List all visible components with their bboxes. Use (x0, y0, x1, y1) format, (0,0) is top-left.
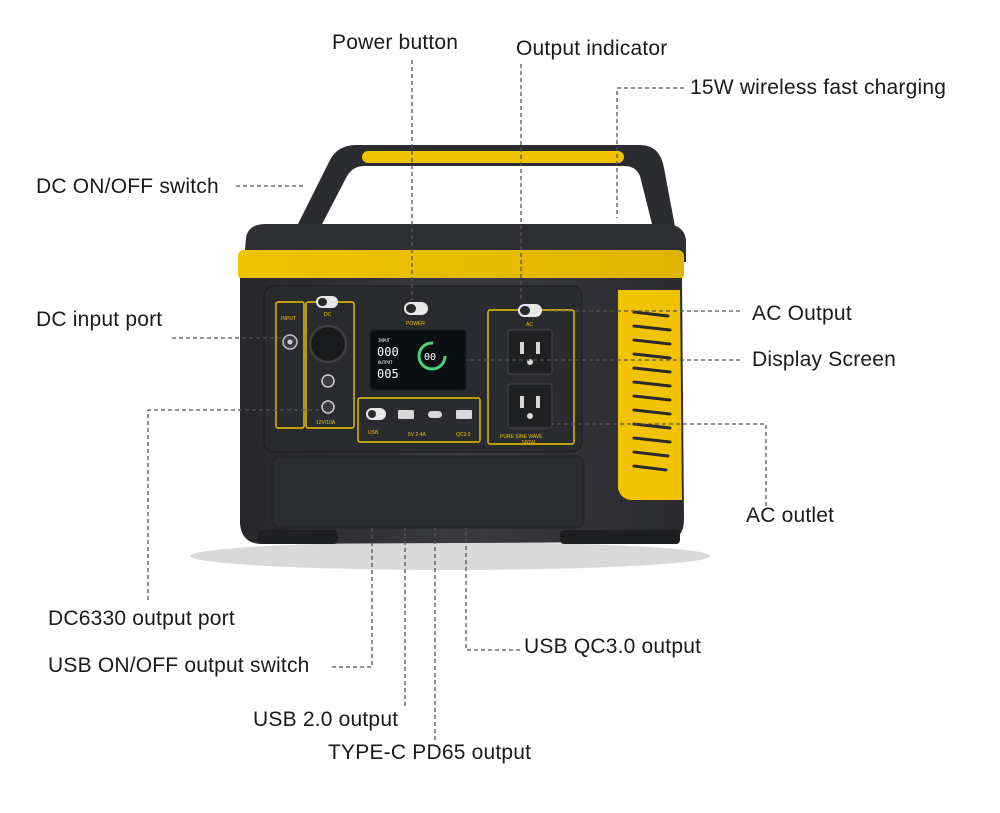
lcd-input-label: INPUT (378, 338, 391, 343)
dc-rating-label: 12V/10A (316, 420, 336, 426)
callout-ac-outlet: AC outlet (746, 504, 835, 527)
power-label: POWER (406, 321, 425, 327)
leader-wireless (616, 87, 684, 218)
handle-grip (362, 151, 624, 163)
callout-dc-input: DC input port (36, 308, 163, 331)
ac-switch-knob (520, 306, 530, 315)
sine-wave-label: PURE SINE WAVE (500, 434, 543, 440)
lcd-input-value: 000 (377, 345, 399, 359)
ground-shadow (190, 542, 710, 570)
left-foot (258, 530, 338, 544)
usb-section-outline (357, 397, 481, 443)
callout-wireless-charging: 15W wireless fast charging (690, 76, 947, 99)
usb-label: USB (368, 430, 379, 436)
dc-switch-knob (318, 298, 327, 306)
usb-switch-knob (368, 410, 376, 418)
callout-typec: TYPE-C PD65 output (328, 741, 532, 764)
callout-dc6330: DC6330 output port (48, 607, 235, 630)
callout-dc-switch: DC ON/OFF switch (36, 175, 219, 198)
usb-rating-label: 5V 2.4A (408, 432, 426, 438)
ac-label: AC (526, 322, 533, 328)
input-label: INPUT (281, 316, 296, 322)
callout-display-screen: Display Screen (752, 348, 897, 371)
vent-slots (632, 310, 672, 472)
lcd-output-label: OUTPUT (378, 360, 393, 365)
callout-ac-output: AC Output (752, 302, 852, 325)
typec-port[interactable] (428, 411, 442, 418)
callout-usb-qc3: USB QC3.0 output (524, 635, 702, 658)
lcd-battery-percent: 00 (424, 352, 436, 363)
lcd-output-value: 005 (377, 367, 399, 381)
leader-ac-outlet (552, 423, 767, 506)
dc6330-port-2[interactable] (321, 400, 335, 414)
callout-usb-switch: USB ON/OFF output switch (48, 654, 310, 677)
ac-outlet-2[interactable] (507, 383, 553, 429)
usb-qc3-port[interactable] (456, 410, 472, 419)
usb2-port-1[interactable] (398, 410, 414, 419)
callout-usb2: USB 2.0 output (253, 708, 399, 731)
ac-outlet-1[interactable] (507, 329, 553, 375)
dc-input-port-center (287, 339, 293, 345)
watt-label: 500W (522, 440, 535, 446)
callout-power-button: Power button (332, 31, 459, 54)
lcd-battery-ring (417, 341, 447, 371)
dc6330-port-1[interactable] (321, 374, 335, 388)
power-button-knob (406, 304, 416, 313)
callout-output-indicator: Output indicator (516, 37, 668, 60)
yellow-band (238, 250, 684, 280)
car-socket[interactable] (309, 325, 347, 363)
leader-dc6330 (147, 409, 322, 600)
dc-label: DC (324, 312, 332, 318)
lower-bay (271, 455, 585, 529)
input-section-outline (275, 301, 305, 429)
qc-label: QC3.0 (456, 432, 471, 438)
leader-lines (147, 60, 767, 740)
right-foot (560, 530, 680, 544)
leader-usb-qc3 (465, 528, 520, 651)
